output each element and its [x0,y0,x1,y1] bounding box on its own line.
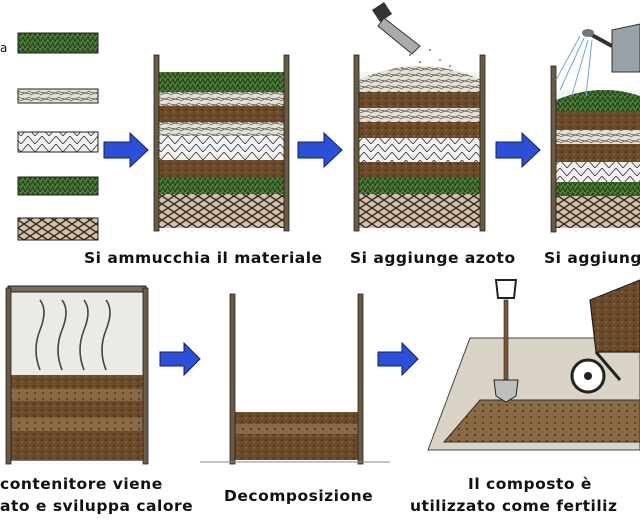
bin-heating [5,285,149,465]
caption-add-water: Si aggiung [544,249,640,267]
bin-decomposition [200,293,390,465]
caption-decomposition: Decomposizione [224,487,374,505]
arrow-icon [377,341,419,377]
bin-nitrogen-added [353,49,486,232]
legend-swatch-paper [17,131,99,153]
caption-container-line1: contenitore viene [0,475,163,493]
wheelbarrow-icon [570,279,640,394]
trowel-icon [372,2,421,55]
caption-pile-material: Si ammucchia il materiale [84,249,323,267]
legend-swatch-straw [17,88,99,104]
legend-swatch-leaves [17,176,99,196]
arrow-icon [495,131,541,169]
bin-layered-material [153,54,290,232]
arrow-icon [159,341,201,377]
legend-label: a [0,41,8,55]
bin-water-added [550,65,640,233]
caption-compost-line1: Il composto è [468,475,592,493]
watering-can-icon [555,23,640,97]
shovel-icon [493,279,519,403]
garden-bed [427,337,640,451]
arrow-icon [297,131,343,169]
caption-add-nitrogen: Si aggiunge azoto [350,249,516,267]
arrow-icon [103,131,149,169]
legend-swatch-green [17,32,99,54]
material-legend [17,32,99,241]
caption-compost-line2: utilizzato come fertiliz [410,497,618,515]
caption-container-line2: ato e sviluppa calore [0,497,194,515]
legend-swatch-branches [17,217,99,241]
